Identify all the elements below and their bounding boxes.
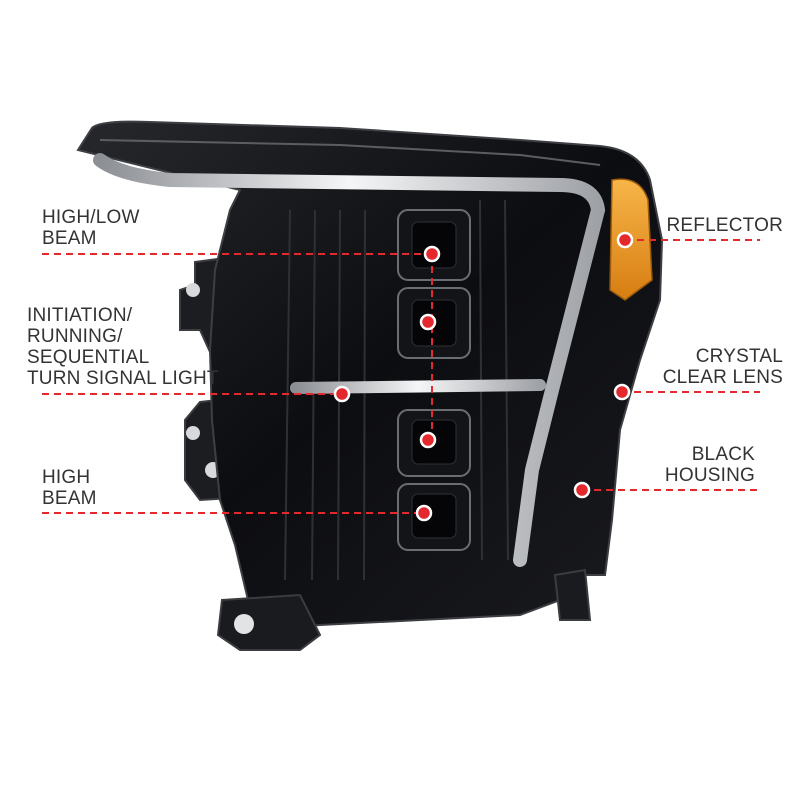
callout-line: HIGH [42,467,91,488]
bottom-mount [216,593,322,651]
callout-line: SEQUENTIAL [27,347,150,368]
callout-high-low-beam: HIGH/LOW BEAM [42,207,140,249]
bolt-hole [186,426,200,440]
bottom-mount-right [553,568,592,621]
callout-line: CRYSTAL [695,346,783,367]
callout-high-beam: HIGH BEAM [42,467,97,509]
callout-line: BEAM [42,228,97,249]
callout-black-housing: BLACK HOUSING [665,444,755,486]
callout-line: BEAM [42,488,97,509]
red-dot-marker-icon [419,431,437,449]
callout-line: BLACK [691,444,755,465]
red-dot-marker-icon [419,313,437,331]
callout-line: REFLECTOR [666,215,783,236]
red-dot-marker-icon [616,231,634,249]
callout-line: HIGH/LOW [42,207,140,228]
callout-line: RUNNING/ [27,326,123,347]
bolt-hole [234,614,254,634]
callout-crystal-clear-lens: CRYSTAL CLEAR LENS [663,346,783,388]
callout-line: TURN SIGNAL LIGHT [27,368,219,389]
callout-reflector: REFLECTOR [666,215,783,236]
red-dot-marker-icon [573,481,591,499]
callout-line: INITIATION/ [27,305,133,326]
drl-horizontal-bar [290,379,546,394]
top-trim [99,139,601,166]
callout-line: CLEAR LENS [662,367,783,388]
housing-body [76,120,664,632]
red-dot-marker-icon [333,385,351,403]
red-dot-marker-icon [423,245,441,263]
callout-line: HOUSING [664,465,755,486]
red-dot-markers [333,231,634,522]
callout-initiation-running-sequential: INITIATION/ RUNNING/ SEQUENTIAL TURN SIG… [27,305,219,389]
drl-light-strip [93,153,606,567]
leader-lines [42,239,760,514]
red-dot-marker-icon [415,504,433,522]
red-dot-marker-icon [613,383,631,401]
bolt-hole [186,283,200,297]
